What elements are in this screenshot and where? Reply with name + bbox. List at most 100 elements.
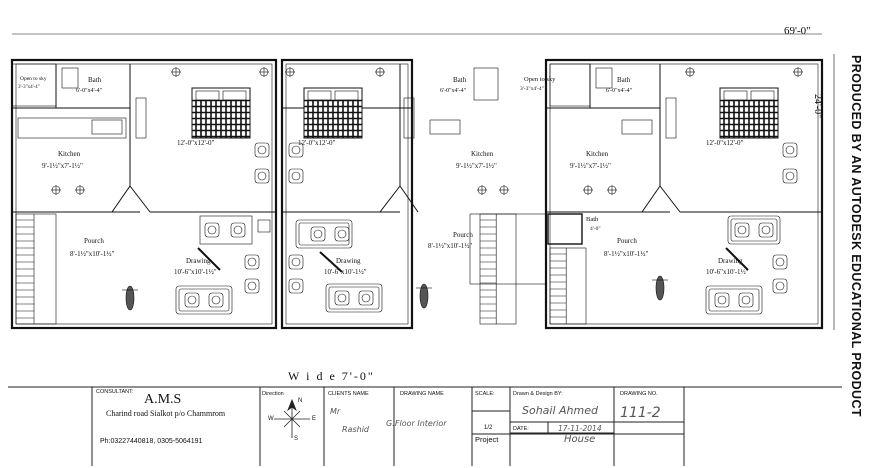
- unit3-sofa-seat: [738, 292, 754, 308]
- chair-seat: [334, 226, 350, 242]
- unit-2-inner-wall: [285, 63, 409, 325]
- project-value: House: [564, 434, 596, 445]
- unit3-small-bath-size: 4'-0": [590, 226, 601, 232]
- unit3-open-to-sky: [549, 63, 591, 107]
- unit2-bath: [473, 67, 499, 101]
- unit3-bedroom-size: 12'-0"x12'-0": [706, 139, 744, 147]
- sofa-body: [295, 219, 353, 249]
- unit2-bath-label: Bath: [453, 76, 467, 84]
- unit1-drawing-label: Drawing: [186, 257, 211, 265]
- unit3-sofa-top: [727, 215, 781, 245]
- unit3-gas-point: [607, 185, 617, 195]
- overall-depth-dimension: 24'-0": [812, 94, 823, 119]
- unit1-side-table: [257, 219, 271, 233]
- unit3-open-to-sky-size: 3'-3"x4'-4": [520, 86, 544, 92]
- unit3-light-point: [685, 67, 695, 77]
- unit1-light-point: [171, 67, 181, 77]
- unit-1-inner-wall: [15, 63, 273, 325]
- unit3-small-bath-label: Bath: [586, 216, 599, 223]
- pillow: [334, 90, 359, 101]
- unit3-wardrobe: [665, 97, 677, 139]
- compass-west: W: [268, 416, 274, 422]
- sofa-seat: [328, 286, 380, 310]
- sofa-body: [175, 285, 233, 315]
- chair-seat: [758, 222, 774, 238]
- chair-cushion: [291, 257, 301, 267]
- chair-cushion: [337, 229, 347, 239]
- chair-seat: [288, 254, 304, 270]
- chair-seat: [772, 254, 788, 270]
- unit3-gas-point: [583, 185, 593, 195]
- unit1-sofa-top: [199, 215, 253, 245]
- unit2-motorcycle: [416, 283, 432, 309]
- chair-cushion: [291, 281, 301, 291]
- chair-cushion: [741, 295, 751, 305]
- unit1-kitchen-sink: [91, 119, 123, 135]
- unit1-pourch-size: 8'-1½"x10'-1½": [70, 250, 115, 258]
- title-block: CONSULTANT: A.M.S Charind road Sialkot p…: [8, 386, 842, 466]
- unit1-diagonal-wall: [111, 185, 131, 213]
- chair-cushion: [761, 225, 771, 235]
- title-block-frame: [8, 386, 842, 466]
- chair-seat: [230, 222, 246, 238]
- unit3-pourch-size: 8'-1½"x10'-1½": [604, 250, 649, 258]
- chair-seat: [738, 292, 754, 308]
- unit2-sofa-seat: [334, 226, 350, 242]
- scale-value: 1/2: [484, 425, 493, 431]
- unit2-drawing-size: 10'-6"x10'-1½": [324, 268, 367, 276]
- chair-seat: [244, 254, 260, 270]
- unit2-sofa-seat: [310, 226, 326, 242]
- unit2-bedroom-size: 12'-0"x12'-0": [298, 139, 336, 147]
- banner-text: PRODUCED BY AN AUTODESK EDUCATIONAL PROD…: [849, 55, 863, 417]
- unit1-open-to-sky-size: 3'-3"x4'-4": [18, 85, 40, 90]
- chair-cushion: [785, 145, 795, 155]
- unit1-kitchen-counter: [17, 117, 127, 139]
- chair-cushion: [207, 225, 217, 235]
- chair-cushion: [313, 229, 323, 239]
- unit1-chair: [254, 142, 270, 158]
- chair-seat: [204, 222, 220, 238]
- unit3-sofa-bottom: [705, 285, 763, 315]
- overall-width-dimension: 69'-0": [784, 25, 811, 37]
- unit1-bath-label: Bath: [88, 76, 102, 84]
- drawn-by: Sohail Ahmed: [522, 404, 598, 417]
- unit1-drawing-size: 10'-6"x10'-1½": [174, 268, 217, 276]
- chair-cushion: [233, 225, 243, 235]
- unit-2-outer-wall: [280, 58, 414, 330]
- client-name: Rashid: [342, 425, 369, 434]
- unit2-bed: [303, 87, 363, 139]
- educational-product-banner: PRODUCED BY AN AUTODESK EDUCATIONAL PROD…: [842, 0, 870, 468]
- unit2-sofa-seat: [334, 290, 350, 306]
- drawing-name-label: DRAWING NAME: [400, 391, 444, 397]
- unit3-drawing-label: Drawing: [718, 257, 743, 265]
- unit2-stairs: [479, 213, 517, 325]
- unit3-small-bath: [547, 213, 583, 245]
- unit3-pourch-label: Pourch: [617, 237, 637, 245]
- unit2-pourch-size: 8'-1½"x10'-1½": [428, 242, 473, 250]
- unit3-armchair: [772, 254, 788, 270]
- motorcycle-body: [655, 275, 665, 301]
- chair-seat: [334, 290, 350, 306]
- project-label: Project: [475, 435, 499, 444]
- unit1-motorcycle: [122, 285, 138, 311]
- sofa-seat: [708, 288, 760, 312]
- unit3-kitchen-label: Kitchen: [586, 150, 609, 158]
- date-label: DATE:: [513, 426, 529, 432]
- scale-label: SCALE:: [475, 391, 495, 397]
- chair-cushion: [247, 257, 257, 267]
- chair-cushion: [187, 295, 197, 305]
- unit1-sofa-seat: [184, 292, 200, 308]
- unit3-bath-label: Bath: [617, 76, 631, 84]
- unit1-bedroom-size: 12'-0"x12'-0": [177, 139, 215, 147]
- unit2-bath-size: 6'-0"x4'-4": [440, 88, 467, 94]
- chair-cushion: [211, 295, 221, 305]
- unit2-center-table: [319, 251, 343, 273]
- compass-north: N: [298, 398, 303, 404]
- unit1-armchair: [244, 254, 260, 270]
- unit3-sofa-seat: [758, 222, 774, 238]
- unit1-gas-point: [51, 185, 61, 195]
- chair-cushion: [361, 293, 371, 303]
- sofa-seat: [298, 222, 350, 246]
- unit1-sofa-seat: [230, 222, 246, 238]
- compass-east: E: [312, 416, 317, 422]
